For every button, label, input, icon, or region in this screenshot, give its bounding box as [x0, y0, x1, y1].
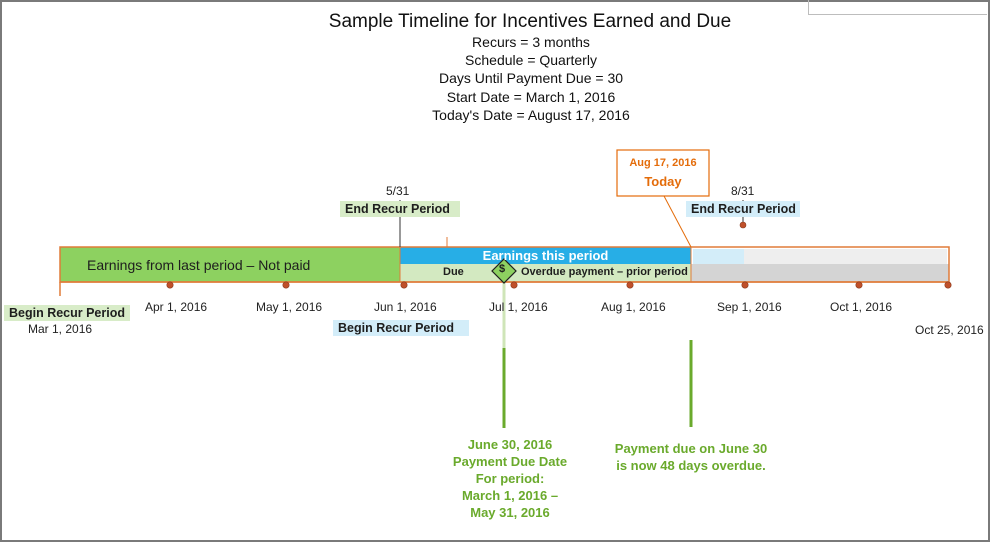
overdue-label: Overdue payment – prior period — [521, 266, 688, 278]
begin-recur-period-tag-2: Begin Recur Period — [333, 320, 469, 336]
this-period-bar — [400, 247, 691, 264]
tick-label-oct: Oct 1, 2016 — [830, 300, 893, 314]
month-marker — [626, 281, 634, 289]
corner-box — [808, 0, 987, 15]
month-marker — [741, 281, 749, 289]
month-marker — [400, 281, 408, 289]
tick-label-sep: Sep 1, 2016 — [717, 300, 782, 314]
overdue-note-line-1: Payment due on June 30 — [614, 441, 768, 456]
overdue-bar — [504, 264, 691, 282]
tick-label-aug: Aug 1, 2016 — [601, 300, 666, 314]
due-label: Due — [443, 266, 464, 278]
month-marker — [282, 281, 290, 289]
last-period-label: Earnings from last period – Not paid — [87, 257, 311, 273]
tick-label-apr: Apr 1, 2016 — [145, 300, 208, 314]
subtitle-start-date: Start Date = March 1, 2016 — [446, 89, 616, 105]
payment-due-line-5: May 31, 2016 — [470, 505, 550, 520]
start-date-label: Mar 1, 2016 — [28, 322, 93, 336]
last-period-bar — [60, 247, 400, 282]
subtitle-todays-date: Today's Date = August 17, 2016 — [432, 107, 630, 123]
payment-due-line-1: June 30, 2016 — [467, 437, 553, 452]
tick-label-may: May 1, 2016 — [256, 300, 323, 314]
future-bar-rest — [744, 249, 947, 264]
this-period-label: Earnings this period — [482, 248, 609, 263]
payment-due-note: June 30, 2016 Payment Due Date For perio… — [430, 436, 590, 521]
today-label: Today — [644, 174, 682, 189]
begin-recur-period-tag-start: Begin Recur Period — [4, 305, 130, 321]
tick-label-jun: Jun 1, 2016 — [374, 300, 437, 314]
month-marker — [510, 281, 518, 289]
subtitle-schedule: Schedule = Quarterly — [465, 52, 597, 68]
tick-label-jul: Jul 1, 2016 — [489, 300, 548, 314]
end-recur-2-date: 8/31 — [731, 184, 755, 198]
future-bar-progress — [693, 249, 744, 264]
today-callout-box — [616, 149, 710, 197]
dollar-icon: $ — [499, 263, 506, 275]
end-recur-period-tag-2: End Recur Period — [686, 201, 800, 217]
subtitle-days-due: Days Until Payment Due = 30 — [438, 70, 624, 86]
end-marker — [944, 281, 952, 289]
end-date-label: Oct 25, 2016 — [915, 323, 984, 337]
end-recur-period-tag-1: End Recur Period — [340, 201, 460, 217]
future-bar-bottom — [691, 264, 949, 282]
end-recur-1-date: 5/31 — [386, 184, 410, 198]
month-marker — [166, 281, 174, 289]
due-bar — [400, 264, 504, 282]
overdue-note-line-2: is now 48 days overdue. — [616, 458, 766, 473]
payment-due-line-3: For period: — [475, 471, 545, 486]
diagram-title: Sample Timeline for Incentives Earned an… — [328, 11, 732, 32]
payment-due-line-2: Payment Due Date — [452, 454, 568, 469]
payment-due-line-4: March 1, 2016 – — [461, 488, 559, 503]
end-recur-2-marker — [739, 221, 747, 229]
overdue-note: Payment due on June 30 is now 48 days ov… — [596, 440, 786, 474]
subtitle-recurs: Recurs = 3 months — [472, 34, 590, 50]
month-marker — [855, 281, 863, 289]
payment-due-diamond — [491, 258, 517, 284]
today-date: Aug 17, 2016 — [629, 157, 697, 169]
today-callout-pointer — [663, 195, 692, 248]
